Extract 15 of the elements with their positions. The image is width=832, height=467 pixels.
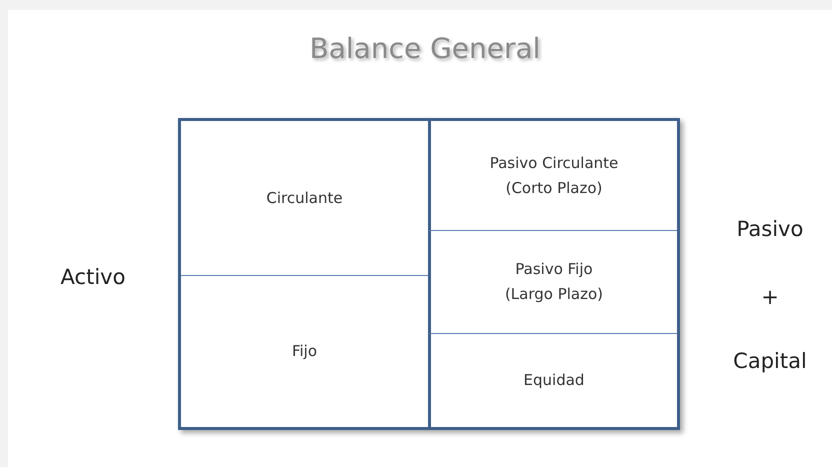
cell-text: Circulante	[266, 188, 343, 208]
balance-table	[178, 118, 680, 430]
table-cell	[428, 231, 677, 334]
title: Balance General	[308, 31, 542, 67]
side-label: Capital	[732, 348, 808, 375]
cell-text: (Corto Plazo)	[506, 178, 602, 198]
cell-text: Fijo	[292, 342, 318, 361]
cell-text: Equidad	[524, 371, 584, 390]
table-cell	[428, 121, 677, 231]
cell-text: (Largo Plazo)	[504, 285, 604, 304]
side-label: +	[760, 284, 780, 311]
cell-text: Pasivo Circulante	[490, 154, 618, 172]
side-label: Pasivo	[736, 216, 804, 243]
cell-text: Pasivo Fijo	[515, 260, 593, 279]
side-label: Activo	[60, 264, 126, 291]
